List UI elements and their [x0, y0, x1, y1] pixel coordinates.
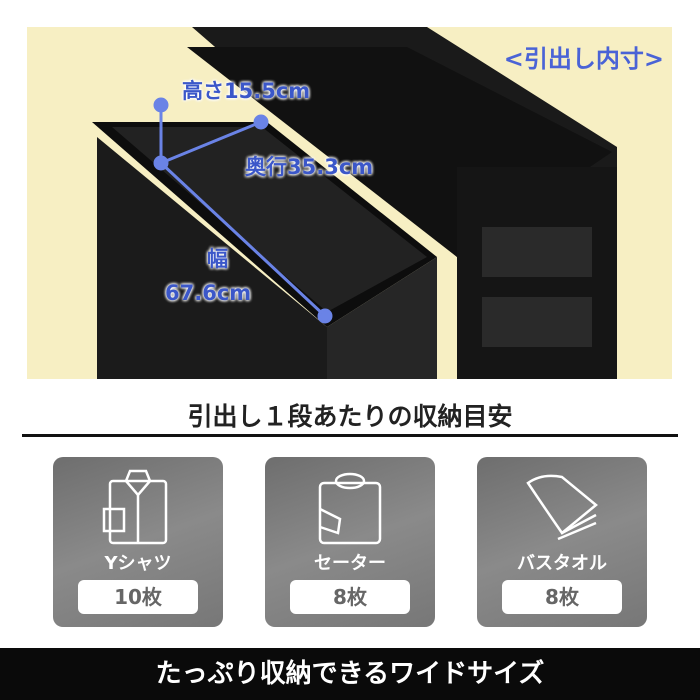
width-label: 幅 — [207, 247, 228, 271]
section-title: 引出し１段あたりの収納目安 — [187, 402, 513, 431]
item-name: Yシャツ — [104, 553, 172, 574]
drawer-drawing — [92, 27, 617, 379]
towel-icon — [526, 474, 598, 541]
item-card-sweater: セーター 8枚 — [265, 457, 435, 627]
inner-dimensions-tag: <引出し内寸> — [503, 45, 664, 73]
height-label: 高さ15.5cm — [182, 79, 311, 103]
item-count: 8枚 — [502, 580, 622, 614]
item-card-shirt: Yシャツ 10枚 — [53, 457, 223, 627]
width-value: 67.6cm — [165, 281, 252, 305]
divider — [22, 434, 678, 437]
item-count: 8枚 — [290, 580, 410, 614]
sweater-icon — [318, 472, 382, 545]
footer-banner: たっぷり収納できるワイドサイズ — [0, 648, 700, 700]
item-card-towel: バスタオル 8枚 — [477, 457, 647, 627]
depth-label: 奥行35.3cm — [245, 155, 374, 179]
item-count: 10枚 — [78, 580, 198, 614]
shirt-icon — [102, 469, 168, 545]
item-name: バスタオル — [517, 553, 607, 574]
item-name: セーター — [314, 553, 386, 574]
product-illustration: <引出し内寸> 高さ15.5cm 奥行35.3cm 幅 67.6cm — [27, 27, 672, 379]
